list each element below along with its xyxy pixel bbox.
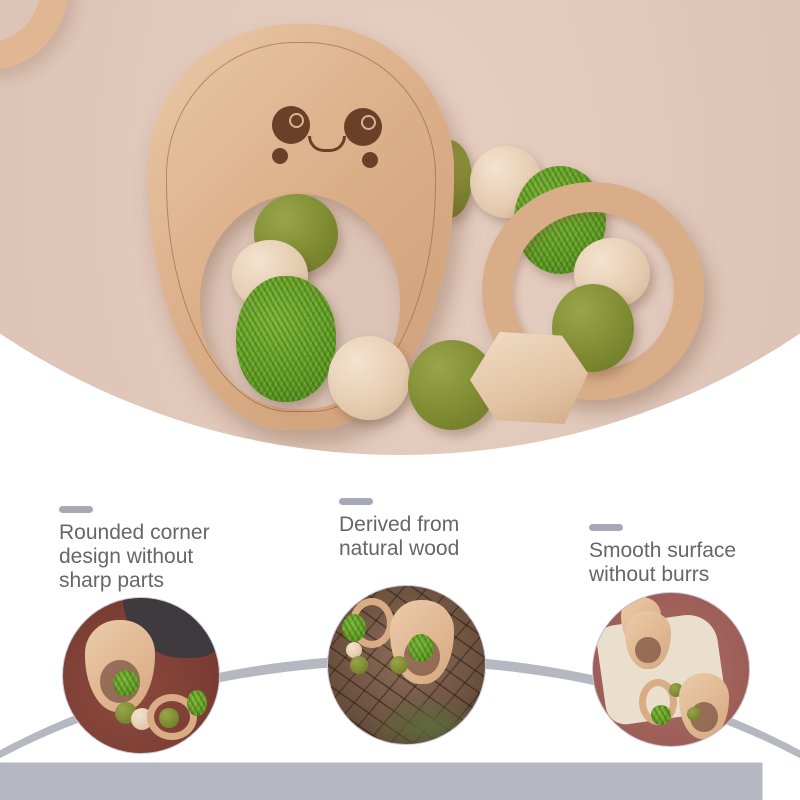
wood-bead	[346, 642, 362, 658]
feature-natural-wood: Derived from natural wood	[339, 498, 459, 561]
crochet-bead	[113, 670, 139, 696]
accent-bar	[339, 498, 373, 505]
accent-bar	[59, 506, 93, 513]
background-wooden-ring	[0, 0, 70, 70]
avocado-teether-thumb	[85, 620, 155, 712]
wood-ring-thumb	[147, 694, 197, 740]
feature-photo-natural-wood	[327, 585, 486, 745]
engraved-eye-left	[272, 106, 310, 144]
greenery	[368, 696, 485, 744]
feature-photo-smooth-surface	[592, 592, 750, 747]
olive-bead	[687, 707, 701, 721]
crochet-bead	[187, 690, 207, 716]
olive-bead	[350, 656, 368, 674]
feature-rounded-corners: Rounded corner design without sharp part…	[59, 506, 210, 593]
olive-bead	[159, 708, 179, 728]
engraved-cheek-left	[272, 148, 288, 164]
feature-title: Smooth surface without burrs	[589, 539, 737, 586]
crochet-bead	[651, 705, 671, 725]
avocado-teether-thumb	[679, 673, 729, 739]
crochet-bead	[408, 634, 434, 662]
engraved-cheek-right	[362, 152, 378, 168]
accent-bar	[589, 524, 623, 531]
avocado-teether-thumb	[625, 611, 671, 669]
crochet-bead	[342, 614, 366, 642]
feature-title: Derived from natural wood	[339, 513, 460, 560]
crochet-bead	[236, 276, 336, 402]
hero-product-photo	[0, 0, 800, 455]
feature-title: Rounded corner design without sharp part…	[59, 521, 210, 592]
feature-photo-rounded-corners	[62, 597, 220, 754]
engraved-eye-right	[344, 108, 382, 146]
olive-bead	[390, 656, 408, 674]
wood-bead	[328, 336, 410, 420]
feature-smooth-surface: Smooth surface without burrs	[589, 524, 736, 587]
